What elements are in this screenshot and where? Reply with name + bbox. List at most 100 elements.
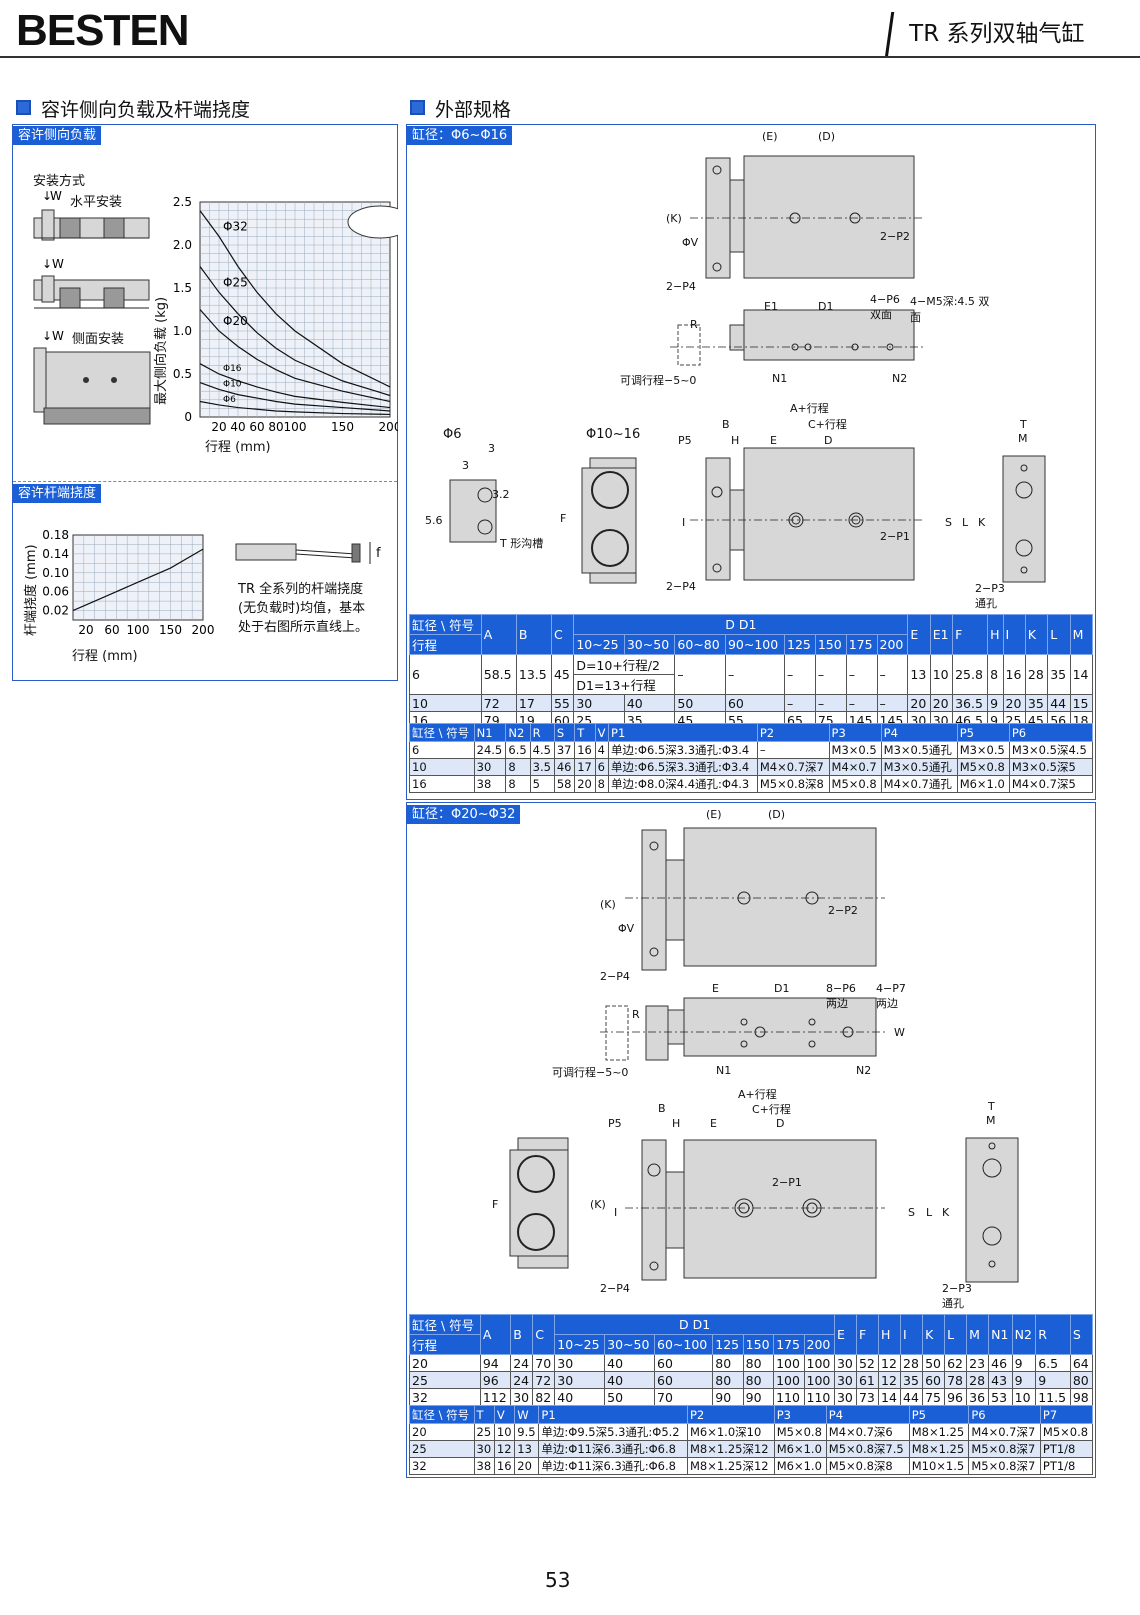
table-cell: 44 [900,1388,924,1406]
table-cell: 9 [1035,1371,1071,1389]
table-cell: 78 [944,1371,968,1389]
table-cell: 32 [409,1388,481,1406]
table-cell: 80 [1069,1371,1094,1389]
side-load-xlabel: 行程 (mm) [205,440,271,455]
table-cell: M4×0.7通孔 [880,775,958,793]
series-line [199,363,391,409]
load-tag: 容许侧向负载 [13,126,102,145]
spec-panel-a [406,124,1096,800]
table-cell: 24 [510,1354,534,1372]
table-cell: 6.5 [505,741,531,759]
series-line [199,309,391,403]
table-cell: M8×1.25深12 [686,1440,775,1458]
table-cell: 单边:Φ6.5深3.3通孔:Φ3.4 [608,741,758,759]
adjust-stroke-b: 可调行程−5~0 [552,1066,629,1079]
table-cell: 单边:Φ9.5深5.3通孔:Φ5.2 [538,1423,688,1441]
table-cell: 4 [594,741,610,759]
table-cell: 100 [773,1354,805,1372]
table-cell: 70 [532,1354,556,1372]
dim-d2: D [824,434,833,447]
table-cell: 62 [944,1354,968,1372]
side-view-a [670,309,925,366]
dim-p7-b: 4−P7 两边 [876,982,906,1010]
table-cell: M4×0.7 [828,758,882,776]
table-cell: 17 [574,758,596,776]
table-cell: 24 [510,1371,534,1389]
dim-c-plus-b: C+行程 [752,1103,791,1116]
table-header-cell: T [574,723,596,742]
mount-diagrams: ↓W ↓W ↓W [33,189,151,425]
right-end-view-b [965,1137,1019,1283]
spec-panel-b [406,802,1096,1478]
table-header-cell: V [493,1405,516,1424]
table-cell: 20 [514,1457,540,1475]
phi10-16-label: Φ10~16 [586,427,641,442]
dim-f: F [560,512,567,525]
dim-s: S [945,516,952,529]
table-cell: M3×0.5 [828,741,882,759]
table-cell: 90 [742,1388,775,1406]
x-tick-label: 100 [284,420,307,434]
table-cell: 98 [1069,1388,1094,1406]
table-cell: M3×0.5深4.5 [1008,741,1094,759]
table-cell: M4×0.7深5 [1008,775,1094,793]
table-cell: 43 [988,1371,1013,1389]
table-cell: 30 [833,1371,857,1389]
table-header-cell: 缸径 \ 符号 [409,1405,475,1424]
table-cell: 100 [803,1371,835,1389]
table-cell: 40 [604,1371,656,1389]
w-label: W [50,189,62,203]
table-cell: 30 [554,1371,606,1389]
dim-r: R [690,318,698,331]
y-tick-label: 1.0 [173,324,192,338]
table-cell: 23 [966,1354,990,1372]
table-cell: 25 [409,1440,475,1458]
table-cell: M5×0.8 [773,1423,827,1441]
table-header-cell: S [553,723,576,742]
page-number: 53 [545,1568,571,1592]
table-cell: 8 [594,775,610,793]
bullet-icon [410,100,425,115]
dim-p3-b: 2−P3 通孔 [942,1282,972,1310]
dim-d1: D1 [818,300,834,313]
horizontal-label: 水平安装 [70,195,123,210]
dim-d-b: (D) [768,808,786,821]
dim-e3-b: E [710,1117,717,1130]
top-view-b [625,827,885,971]
table-header-cell: N2 [505,723,531,742]
table-cell: 6.5 [1035,1354,1071,1372]
side-mount: ↓W [33,329,151,425]
table-header-cell: P7 [1039,1405,1094,1424]
table-cell: M6×1.0 [773,1457,827,1475]
table-header-cell: P5 [908,1405,970,1424]
table-cell: M8×1.25 [908,1440,970,1458]
table-header-cell: N1 [473,723,507,742]
table-cell: 75 [922,1388,946,1406]
dim-d3-b: D [776,1117,785,1130]
dim-i: I [682,516,686,529]
table-cell: 3.5 [529,758,555,776]
y-tick-label: 0.02 [42,604,69,618]
table-header-cell: P4 [880,723,958,742]
table-cell: PT1/8 [1039,1457,1094,1475]
table-header-cell: P1 [608,723,758,742]
table-cell: M5×0.8 [956,758,1010,776]
series-line [199,210,391,388]
table-cell: M10×1.5 [908,1457,970,1475]
y-tick-label: 0.10 [42,566,69,580]
svg-text:↓: ↓ [42,189,52,203]
table-cell: 112 [479,1388,512,1406]
dim-e2: E [770,434,777,447]
x-tick-label: 40 [230,420,245,434]
bullet-icon [16,100,31,115]
dim-e: (E) [762,130,778,143]
horizontal-mount-1: ↓W [33,189,150,241]
table-cell: 11.5 [1035,1388,1071,1406]
table-cell: 72 [532,1371,556,1389]
